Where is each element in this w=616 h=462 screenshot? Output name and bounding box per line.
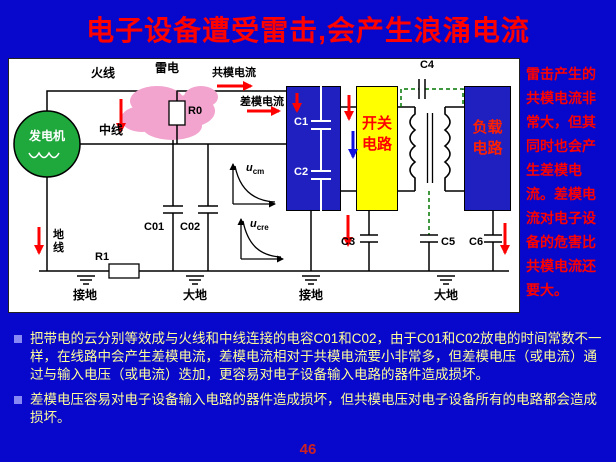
label-ucm: ucm <box>246 162 264 177</box>
side-note: 雷击产生的共模电流非常大，但其同时也会产生差模电流。差模电流对电子设备的危害比共… <box>526 66 596 298</box>
resistor-r1 <box>108 263 140 279</box>
page-number: 46 <box>299 441 317 458</box>
label-r0: R0 <box>188 105 203 117</box>
ground-symbols <box>77 275 455 285</box>
load-circuit-box: 负载电路 <box>464 86 511 211</box>
label-lightning: 雷电 <box>155 61 180 75</box>
label-earth-right: 大地 <box>434 288 459 302</box>
label-ground-wire: 地线 <box>53 229 64 254</box>
ucm-symbol: u <box>246 162 253 174</box>
bullet-square-icon <box>14 335 22 343</box>
bullet-list: 把带电的云分别等效成与火线和中线连接的电容C01和C02，由于C01和C02放电… <box>10 330 608 434</box>
capacitor-c01 <box>163 91 183 271</box>
label-c02: C02 <box>180 221 201 233</box>
label-c6: C6 <box>469 236 484 248</box>
label-c5: C5 <box>441 236 456 248</box>
bullet-item: 把带电的云分别等效成与火线和中线连接的电容C01和C02，由于C01和C02放电… <box>10 330 608 384</box>
slide-title: 电子设备遭受雷击,会产生浪涌电流 <box>86 15 530 46</box>
label-diff-mode-current: 差模电流 <box>240 96 284 108</box>
ucm-subscript: cm <box>252 167 265 177</box>
label-c01: C01 <box>144 221 165 233</box>
label-c1: C1 <box>294 116 309 128</box>
label-earth-left: 大地 <box>183 288 208 302</box>
capacitor-c6 <box>484 211 502 271</box>
transformer-symbol <box>409 107 451 191</box>
label-generator: 发电机 <box>28 129 65 143</box>
bullet-text: 把带电的云分别等效成与火线和中线连接的电容C01和C02，由于C01和C02放电… <box>30 331 602 382</box>
label-ucre: ucre <box>250 218 269 233</box>
label-common-mode-current: 共模电流 <box>212 67 256 79</box>
label-ground-right: 接地 <box>299 288 324 302</box>
circuit-diagram: 开关电路 负载电路 <box>8 58 520 313</box>
capacitor-c02 <box>198 144 218 271</box>
power-wires <box>39 90 509 272</box>
capacitor-c4 <box>400 79 464 107</box>
bullet-square-icon <box>14 396 22 404</box>
generator-symbol <box>13 110 81 178</box>
switch-circuit-box: 开关电路 <box>356 86 398 211</box>
label-c4: C4 <box>419 59 435 71</box>
label-r1: R1 <box>95 251 110 263</box>
ucre-symbol: u <box>250 218 257 230</box>
label-c2: C2 <box>294 166 309 178</box>
label-neutral-wire: 中线 <box>99 123 124 137</box>
capacitor-c3 <box>360 211 378 271</box>
emi-filter-box <box>286 86 341 211</box>
label-ground-left: 接地 <box>73 288 98 302</box>
resistor-r0 <box>168 91 186 144</box>
lightning-cloud <box>121 86 218 140</box>
label-live-wire: 火线 <box>91 66 116 80</box>
label-c3: C3 <box>341 236 356 248</box>
bullet-item: 差模电压容易对电子设备输入电路的器件造成损坏，但共模电压对电子设备所有的电路都会… <box>10 391 608 427</box>
capacitor-c5 <box>420 191 438 271</box>
ucre-subscript: cre <box>256 223 269 233</box>
current-arrows <box>34 81 510 255</box>
bullet-text: 差模电压容易对电子设备输入电路的器件造成损坏，但共模电压对电子设备所有的电路都会… <box>30 392 597 425</box>
